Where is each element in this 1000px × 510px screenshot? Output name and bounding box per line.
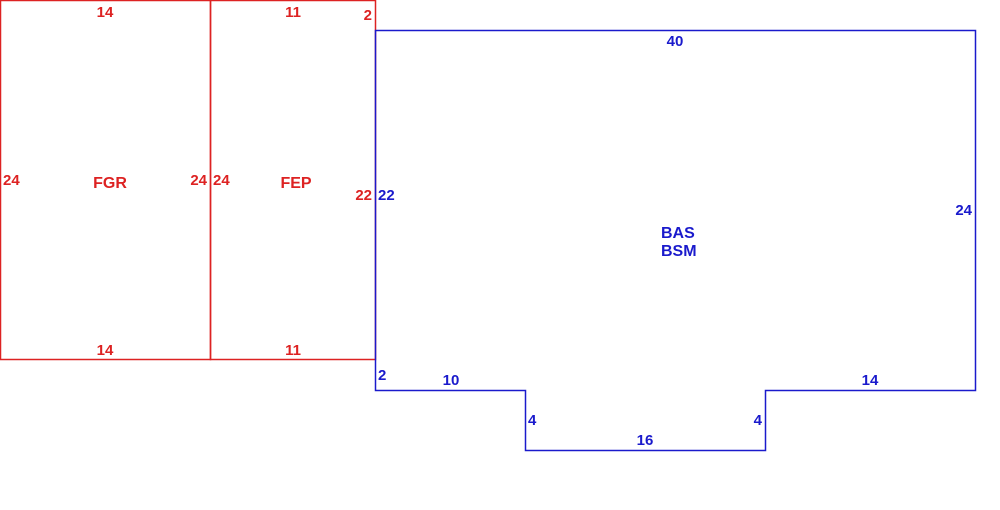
porch-dim-bottom: 11: [285, 342, 301, 359]
main-dim-jog-left: 4: [528, 412, 537, 429]
garage-dim-top: 14: [97, 4, 114, 21]
garage-area: 14 14 24 24 FGR: [0, 0, 212, 361]
main-area: 40 24 22 2 10 4 16 4 14 BAS BSM: [374, 29, 977, 452]
main-dim-bottom-right: 14: [862, 372, 879, 389]
porch-code-label: FEP: [280, 175, 311, 192]
porch-dim-left: 24: [213, 172, 230, 189]
garage-dim-bottom: 14: [97, 342, 114, 359]
main-dim-left-lower: 2: [378, 367, 386, 384]
main-code-label-1: BAS: [661, 225, 695, 242]
main-dim-jog-right: 4: [754, 412, 763, 429]
main-outline: [374, 29, 977, 452]
porch-dim-right: 22: [355, 187, 372, 204]
garage-code-label: FGR: [93, 175, 127, 192]
main-dim-bottom-center: 16: [637, 432, 654, 449]
main-code-label-2: BSM: [661, 243, 697, 260]
garage-dim-left: 24: [3, 172, 20, 189]
main-dim-bottom-left: 10: [443, 372, 460, 389]
porch-dim-top: 11: [285, 4, 301, 21]
porch-area: 11 2 11 24 22 FEP: [209, 0, 377, 361]
porch-dim-notch: 2: [364, 7, 372, 24]
main-dim-right: 24: [955, 202, 972, 219]
main-dim-left: 22: [378, 187, 395, 204]
garage-dim-right: 24: [190, 172, 207, 189]
main-dim-top: 40: [667, 33, 684, 50]
